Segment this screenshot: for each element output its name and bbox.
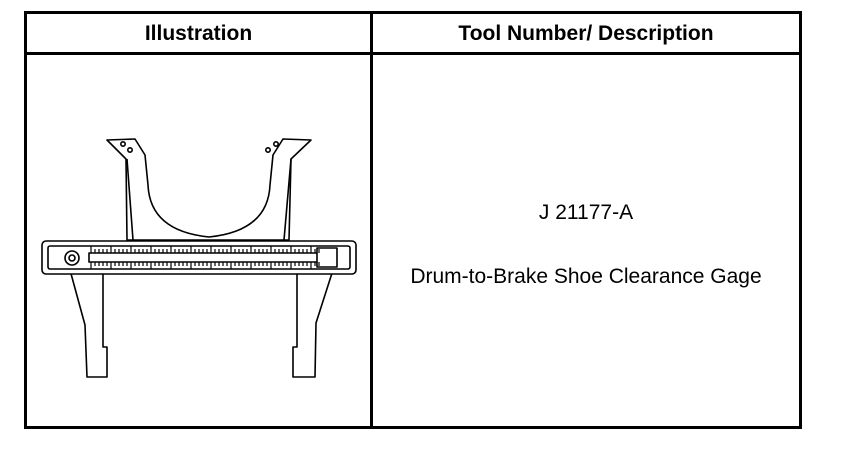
column-divider xyxy=(370,14,373,426)
tool-description: Drum-to-Brake Shoe Clearance Gage xyxy=(410,265,762,288)
header-illustration: Illustration xyxy=(144,22,253,45)
tool-description-cell: J 21177-A Drum-to-Brake Shoe Clearance G… xyxy=(373,55,799,426)
tool-number: J 21177-A xyxy=(538,201,634,224)
illustration-cell xyxy=(27,55,370,426)
drum-to-brake-shoe-clearance-gage-icon xyxy=(41,138,357,378)
tool-table: Illustration Tool Number/ Description xyxy=(24,11,802,429)
header-divider xyxy=(27,52,799,55)
header-tool-number-description: Tool Number/ Description xyxy=(458,22,714,45)
